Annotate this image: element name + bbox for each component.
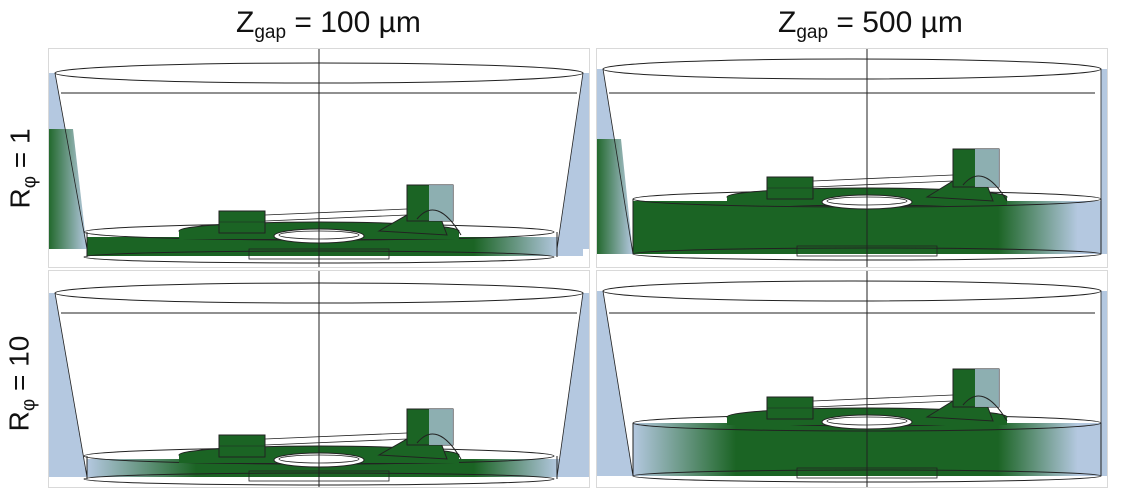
outlet-dome xyxy=(416,433,462,460)
row-title-rphi-10: Rφ = 10 xyxy=(3,335,40,432)
chamber-right-edge xyxy=(556,292,584,478)
outlet-tower-shade xyxy=(975,149,999,187)
outlet-dome xyxy=(962,395,1008,422)
column-title-zgap-500: Zgap = 500 µm xyxy=(778,6,963,43)
chamber-diagram xyxy=(597,49,1107,267)
chamber-rim xyxy=(602,280,1102,302)
left-wall-fluid xyxy=(597,139,633,254)
channel-line xyxy=(264,214,408,222)
channel-line xyxy=(264,432,408,440)
chamber-left-edge xyxy=(602,68,634,255)
chamber-diagram xyxy=(597,271,1107,487)
right-wall-buffer xyxy=(1101,69,1107,254)
panel-r1-z100 xyxy=(48,48,590,268)
outlet-dome xyxy=(416,209,462,236)
right-wall-buffer xyxy=(557,73,589,249)
chamber-right-edge xyxy=(556,72,584,250)
chamber-left-edge xyxy=(602,290,634,477)
chamber-rim xyxy=(602,58,1102,80)
outlet-dome xyxy=(962,175,1008,202)
outlet-tower-shade xyxy=(975,369,999,407)
outlet-tower-shade xyxy=(429,185,453,221)
channel-line xyxy=(812,180,954,188)
channel-line xyxy=(812,394,954,402)
chamber-left-edge xyxy=(54,292,88,478)
right-wall-buffer xyxy=(557,293,589,477)
left-wall-fluid xyxy=(49,129,87,249)
right-wall-buffer xyxy=(1101,291,1107,476)
channel-line xyxy=(812,174,954,182)
channel-line xyxy=(264,438,408,446)
left-wall-buffer xyxy=(597,291,633,476)
panel-r10-z500 xyxy=(596,270,1108,488)
chamber-left-edge xyxy=(54,72,88,250)
channel-line xyxy=(264,208,408,216)
column-title-zgap-100: Zgap = 100 µm xyxy=(236,6,421,43)
row-title-rphi-1: Rφ = 1 xyxy=(4,128,41,209)
chamber-diagram xyxy=(49,271,589,487)
chamber-diagram xyxy=(49,49,589,267)
outlet-tower-shade xyxy=(429,409,453,445)
left-wall-buffer xyxy=(49,293,87,477)
panel-r10-z100 xyxy=(48,270,590,488)
channel-line xyxy=(812,400,954,408)
panel-r1-z500 xyxy=(596,48,1108,268)
